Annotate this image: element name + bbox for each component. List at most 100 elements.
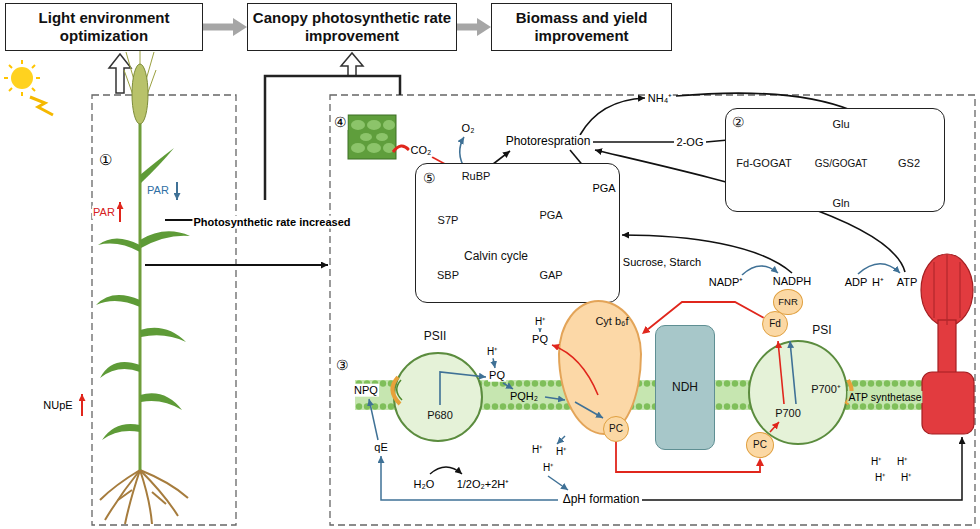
proton-arrow xyxy=(503,383,513,389)
electron-arrow xyxy=(392,341,851,432)
annotation-label: H⁺ xyxy=(486,346,498,358)
annotation-label: 1/2O₂+2H⁺ xyxy=(456,478,511,491)
annotation-label: Photorespration xyxy=(505,135,592,149)
wheat-plant xyxy=(100,470,188,524)
indicator-arrow xyxy=(176,182,178,200)
dashed-panel xyxy=(92,95,236,525)
wheat-plant xyxy=(146,52,154,80)
wheat-plant xyxy=(140,328,186,342)
proton-arrow xyxy=(381,456,558,500)
node-label: PSI xyxy=(812,323,831,337)
leaf-cells xyxy=(360,133,372,141)
leaf-cells xyxy=(393,146,409,152)
cycle-box: ②GluGS/GOGATFd-GOGATGS2Gln xyxy=(725,108,945,212)
annotation-label: ④ xyxy=(333,114,348,130)
sun-icon xyxy=(9,88,12,91)
wheat-plant xyxy=(140,231,190,248)
pathway-arrow xyxy=(580,98,645,135)
annotation-label: H⁺ xyxy=(874,472,886,484)
wheat-plant xyxy=(100,362,140,378)
annotation-label: PQ xyxy=(531,333,549,346)
hollow-arrow xyxy=(109,54,131,93)
proton-arrow xyxy=(539,328,541,332)
annotation-label: NUpE xyxy=(42,399,73,412)
node-label: PC xyxy=(753,439,767,451)
node-label: PC xyxy=(609,423,623,435)
node-label: Fd xyxy=(769,318,781,330)
pathway-arrow xyxy=(742,266,778,275)
sun-icon xyxy=(4,60,53,115)
carrier-circle: Fd xyxy=(762,311,788,337)
wheat-plant xyxy=(139,120,142,470)
annotation-label: NADPH xyxy=(772,275,813,288)
flow-arrow xyxy=(203,24,233,31)
node-label: Canopy photosynthetic rate improvement xyxy=(252,9,452,45)
node-label: Glu xyxy=(832,118,849,131)
node-label: Calvin cycle xyxy=(464,249,528,263)
proton-arrow xyxy=(430,467,462,474)
electron-arrow xyxy=(552,345,598,395)
annotation-label: H⁺ xyxy=(896,456,908,468)
wheat-plant xyxy=(140,470,178,516)
process-box: Biomass and yield improvement xyxy=(491,3,672,51)
electron-arrow xyxy=(770,422,779,432)
annotation-label: ATP synthetase xyxy=(847,391,922,403)
wheat-plant xyxy=(132,64,148,124)
node-label: S7P xyxy=(438,214,459,227)
wheat-plant xyxy=(126,52,134,80)
leaf-cells xyxy=(348,115,409,159)
node-label: Biomass and yield improvement xyxy=(496,9,667,45)
leaf-cells xyxy=(376,133,388,141)
annotation-label: Sucrose, Starch xyxy=(622,256,702,269)
sun-icon xyxy=(11,67,33,89)
pathway-arrow xyxy=(858,264,900,274)
annotation-label: PGA xyxy=(591,182,616,195)
photosystem-shape: PSIIP680 xyxy=(393,352,483,442)
annotation-label: NPQ xyxy=(353,384,379,397)
atp-synthase xyxy=(946,255,947,325)
wheat-plant xyxy=(152,492,166,504)
node-label: NDH xyxy=(672,380,698,394)
node-label: Light environment optimization xyxy=(10,9,198,45)
electron-arrow xyxy=(790,341,796,404)
cytochrome-complex: Cyt b₆f xyxy=(558,300,642,435)
annotation-label: ADP xyxy=(844,276,869,289)
node-label: RuBP xyxy=(462,170,491,183)
node-label: GAP xyxy=(539,269,562,282)
leaf-cells xyxy=(367,120,381,130)
wheat-plant xyxy=(96,45,190,524)
atp-synthase xyxy=(922,372,974,434)
leaf-cells xyxy=(348,115,396,159)
sun-icon xyxy=(21,92,23,96)
annotation-label: 2-OG xyxy=(676,136,705,149)
electron-arrow xyxy=(575,402,603,418)
wheat-plant xyxy=(105,470,140,520)
carrier-circle: PC xyxy=(603,416,629,442)
sun-icon xyxy=(4,77,8,79)
node-label: FNR xyxy=(778,296,798,307)
atp-synthase xyxy=(934,255,960,325)
annotation-label: H⁺ xyxy=(531,444,543,456)
sun-icon xyxy=(32,65,35,68)
wheat-plant xyxy=(140,148,174,183)
sun-icon xyxy=(36,77,40,79)
node-label: GS/GOGAT xyxy=(815,158,868,170)
leaf-cells xyxy=(383,120,395,130)
annotation-label: H⁺ xyxy=(900,472,912,484)
node-label: PGA xyxy=(539,209,562,222)
wheat-plant xyxy=(140,470,188,498)
indicator-arrow xyxy=(119,202,121,222)
annotation-label: H₂O xyxy=(413,478,436,491)
node-label: ② xyxy=(732,114,745,131)
electron-arrow xyxy=(397,380,402,400)
leaf-cells xyxy=(351,120,365,130)
proton-arrow xyxy=(493,358,495,368)
annotation-label: O₂ xyxy=(461,122,476,135)
photosystem-shape: PSIP700P700⁺ xyxy=(748,340,848,445)
proton-arrow xyxy=(369,399,378,440)
wheat-plant xyxy=(118,490,132,500)
leaf-cells xyxy=(351,143,365,153)
wheat-plant xyxy=(96,148,190,440)
